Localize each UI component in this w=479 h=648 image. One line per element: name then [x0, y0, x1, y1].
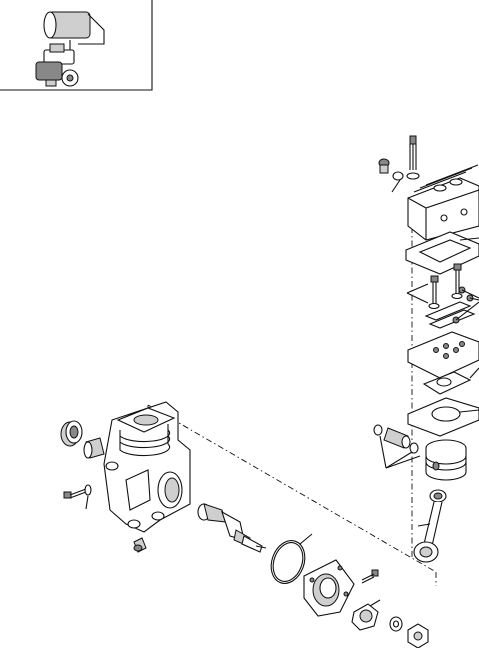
- head-plug: [378, 158, 404, 181]
- rubber-foot: [133, 537, 147, 553]
- washer: [389, 616, 403, 632]
- piston-pin-and-clips: [373, 424, 419, 454]
- valve-plate-bolts: [428, 263, 463, 310]
- cylinder-head: [407, 164, 479, 241]
- crank-axis-guide: [147, 404, 437, 573]
- suction-reed: [422, 367, 479, 395]
- shaft-seal: [60, 420, 83, 447]
- valve-plate: [407, 331, 479, 379]
- o-ring: [270, 540, 306, 584]
- crankshaft: [197, 503, 267, 553]
- inset-compressor-illustration: [35, 11, 105, 87]
- crankcase: [103, 401, 191, 533]
- shaft-nut: [407, 623, 429, 648]
- connecting-rod: [413, 489, 447, 563]
- piston: [425, 439, 467, 481]
- reed-valves: [424, 286, 479, 329]
- inset-thumbnail: [0, 0, 153, 91]
- bushing: [83, 437, 105, 459]
- head-gasket: [405, 231, 479, 275]
- end-cover: [303, 559, 355, 617]
- head-top-bolt: [406, 135, 420, 180]
- crankcase-screw: [63, 484, 92, 499]
- cylinder-gasket: [407, 397, 479, 437]
- cover-screw: [361, 569, 379, 584]
- flywheel-nut: [351, 603, 379, 631]
